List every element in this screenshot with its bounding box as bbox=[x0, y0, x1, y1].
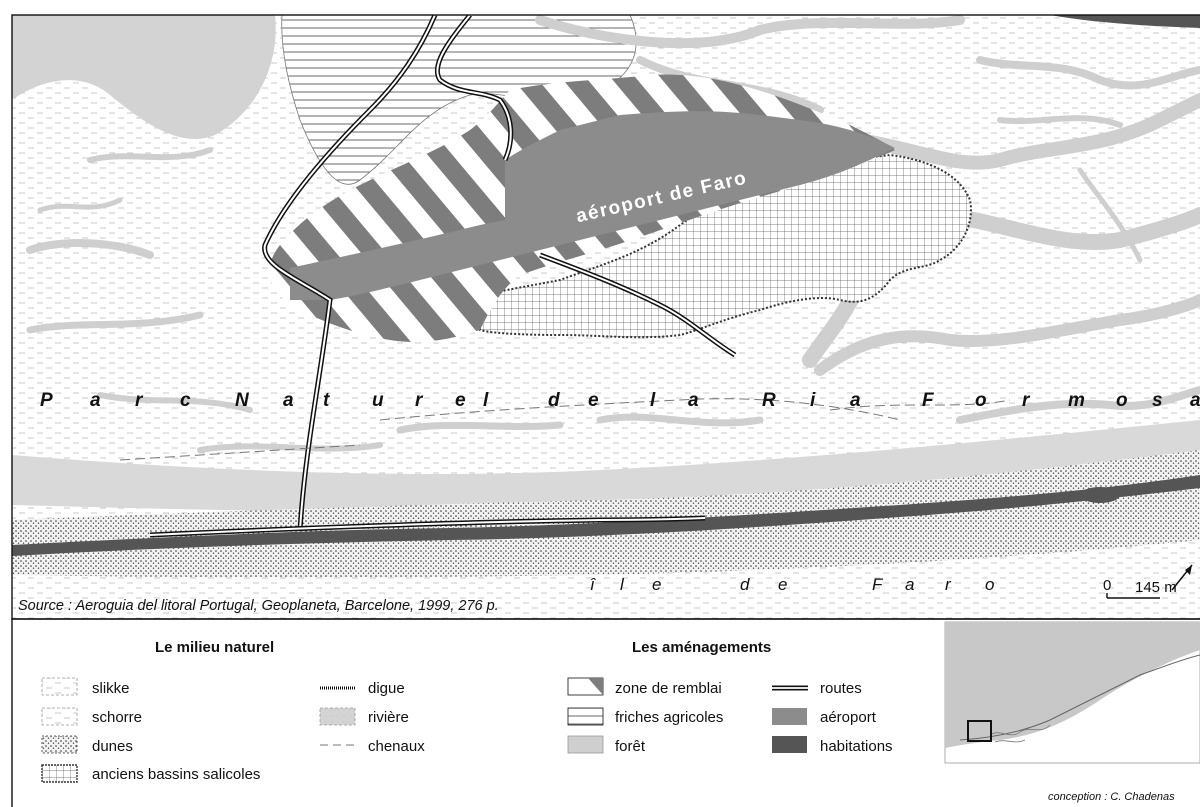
region-letter-4: N bbox=[235, 390, 250, 411]
bassins-swatch bbox=[41, 764, 78, 783]
region-letter-23: s bbox=[1152, 390, 1163, 411]
aeroport-swatch bbox=[772, 708, 807, 725]
routes bbox=[149, 15, 737, 538]
legend-slikke: slikke bbox=[92, 680, 130, 697]
scale-bar: 0 145 m bbox=[1103, 577, 1177, 599]
region-letter-18: F bbox=[922, 390, 935, 411]
legend-schorre: schorre bbox=[92, 709, 142, 726]
region-letter-12: e bbox=[588, 390, 599, 411]
dunes-area bbox=[12, 450, 1200, 578]
island-letter-3: d bbox=[740, 575, 750, 594]
chenaux bbox=[119, 398, 1011, 461]
habitations-area-top bbox=[1050, 15, 1200, 28]
credit-text: conception : C. Chadenas bbox=[1048, 791, 1175, 803]
legend-riviere: rivière bbox=[368, 709, 409, 726]
region-letter-2: r bbox=[135, 390, 144, 411]
foret-swatch bbox=[567, 735, 604, 754]
remblai-swatch bbox=[567, 677, 604, 696]
region-letter-8: r bbox=[415, 390, 424, 411]
habitations-strip bbox=[12, 475, 1200, 556]
region-letter-14: a bbox=[688, 390, 699, 411]
slikke-swatch bbox=[41, 677, 78, 696]
region-letter-15: R bbox=[762, 390, 776, 411]
island-letter-2: e bbox=[652, 575, 661, 594]
region-letter-10: l bbox=[483, 390, 489, 411]
source-text: Source : Aeroguia del litoral Portugal, … bbox=[18, 598, 499, 614]
legend-aeroport: aéroport bbox=[820, 709, 877, 726]
region-letter-17: a bbox=[850, 390, 861, 411]
habitations-swatch bbox=[772, 736, 807, 753]
region-letter-20: r bbox=[1022, 390, 1031, 411]
island-letter-1: l bbox=[620, 575, 625, 594]
legend-dunes: dunes bbox=[92, 738, 133, 755]
legend-friches: friches agricoles bbox=[615, 709, 723, 726]
dunes-swatch bbox=[41, 735, 78, 754]
region-letter-0: P bbox=[40, 390, 53, 411]
island-letter-7: r bbox=[945, 575, 952, 594]
region-letter-7: u bbox=[372, 390, 384, 411]
region-letter-19: o bbox=[975, 390, 987, 411]
legend-remblai: zone de remblai bbox=[615, 680, 722, 697]
legend-habitations: habitations bbox=[820, 738, 893, 755]
island-letter-8: o bbox=[985, 575, 994, 594]
riviere-swatch bbox=[319, 707, 356, 726]
island-letter-0: î bbox=[590, 575, 596, 594]
region-letter-11: d bbox=[548, 390, 560, 411]
legend-foret: forêt bbox=[615, 738, 646, 755]
region-letter-24: a bbox=[1190, 390, 1200, 411]
legend: Le milieu naturel Les aménagements slikk… bbox=[41, 621, 1200, 803]
region-letter-21: m bbox=[1068, 390, 1085, 411]
schorre-swatch bbox=[41, 707, 78, 726]
region-letter-13: l bbox=[650, 390, 656, 411]
region-letter-9: e bbox=[455, 390, 466, 411]
north-arrow-icon bbox=[1171, 564, 1193, 591]
friches-swatch bbox=[567, 707, 604, 726]
region-letter-6: t bbox=[323, 390, 330, 411]
island-letter-4: e bbox=[778, 575, 787, 594]
scale-zero: 0 bbox=[1103, 577, 1111, 594]
island-letter-6: a bbox=[905, 575, 914, 594]
region-letter-1: a bbox=[90, 390, 101, 411]
foret-area bbox=[12, 15, 276, 140]
region-letter-16: i bbox=[810, 390, 816, 411]
legend-digue: digue bbox=[368, 680, 405, 697]
island-letter-5: F bbox=[872, 575, 884, 594]
inset-locator-box bbox=[967, 720, 992, 742]
aeroport-area bbox=[290, 111, 895, 300]
inset-map bbox=[944, 621, 1200, 764]
scale-value: 145 m bbox=[1135, 579, 1177, 596]
region-letter-22: o bbox=[1116, 390, 1128, 411]
legend-chenaux: chenaux bbox=[368, 738, 425, 755]
legend-amenagements-title: Les aménagements bbox=[632, 639, 771, 656]
legend-natural-title: Le milieu naturel bbox=[155, 639, 274, 656]
region-letter-5: a bbox=[283, 390, 294, 411]
legend-routes: routes bbox=[820, 680, 862, 697]
legend-bassins: anciens bassins salicoles bbox=[92, 766, 260, 783]
region-letter-3: c bbox=[180, 390, 191, 411]
